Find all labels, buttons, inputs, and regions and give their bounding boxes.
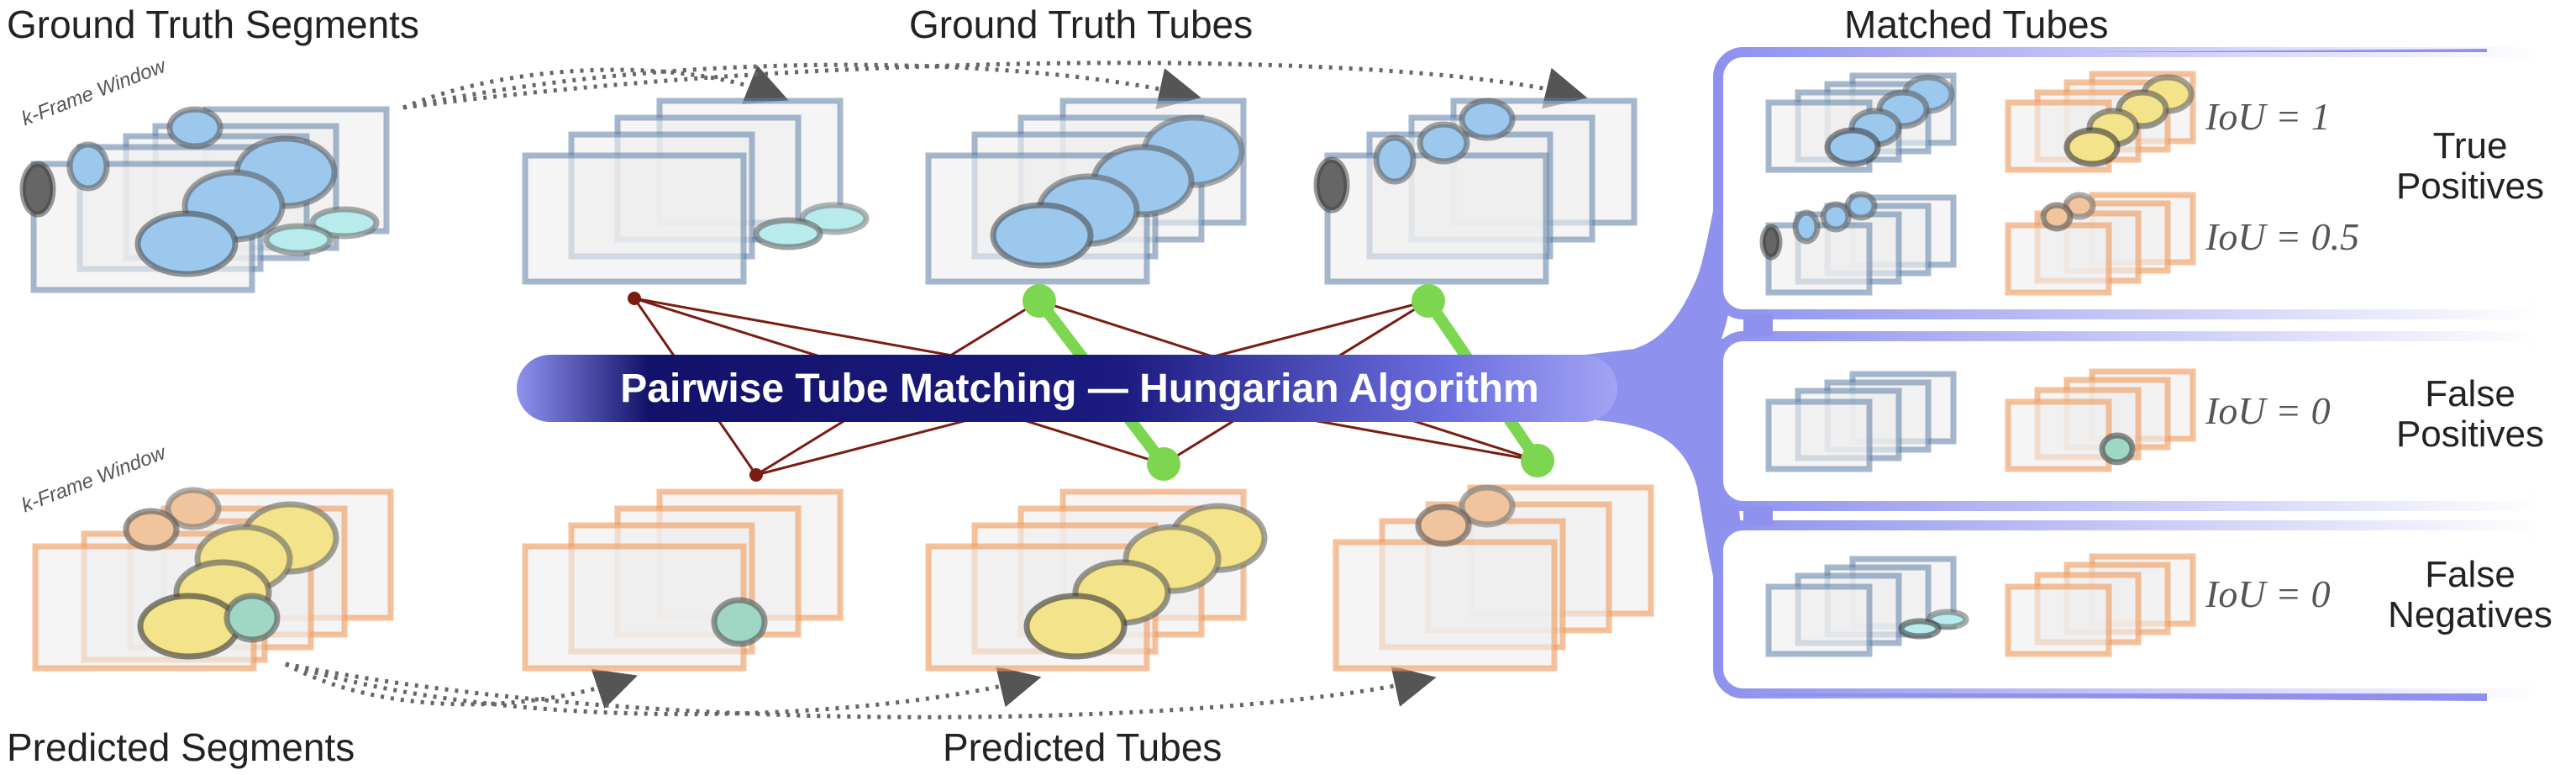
true-positives-label: True Positives: [2395, 125, 2545, 208]
pred-tubes-title: Predicted Tubes: [943, 725, 1222, 769]
gt-dotted-arrows: [402, 61, 1588, 110]
gt-tube-3: [1313, 98, 1638, 285]
gt-tube-2: [925, 98, 1247, 285]
selected-match-nodes: [1023, 284, 1554, 481]
pred-tube-3: [1333, 484, 1654, 672]
tp-iou-2: IoU = 0.5: [2205, 215, 2360, 258]
gt-tubes-title: Ground Truth Tubes: [909, 3, 1254, 46]
tp1-pred: [2005, 71, 2196, 173]
fp-pred: [2005, 368, 2196, 472]
hungarian-banner-text: Pairwise Tube Matching — Hungarian Algor…: [620, 366, 1539, 411]
false-negatives-label: False Negatives: [2388, 554, 2552, 636]
fp-gt: [1765, 371, 1957, 472]
pred-tube-2: [925, 488, 1268, 672]
tp1-gt: [1765, 72, 1957, 173]
gt-tube-1: [522, 98, 870, 285]
tp-iou-1: IoU = 1: [2205, 95, 2331, 138]
fn-pred: [2005, 553, 2196, 657]
gt-segments-title: Ground Truth Segments: [7, 3, 419, 46]
matched-tubes-title: Matched Tubes: [1844, 3, 2109, 46]
pred-dotted-arrows: [284, 662, 1437, 720]
fn-gt: [1765, 556, 1969, 657]
tp2-gt: [1759, 191, 1957, 296]
fn-iou: IoU = 0: [2205, 572, 2331, 615]
false-positives-label: False Positives: [2395, 373, 2545, 456]
candidate-nodes: [628, 292, 763, 482]
pred-tube-1: [522, 488, 844, 672]
pred-segments-stack: [32, 487, 394, 672]
pred-segments-title: Predicted Segments: [7, 725, 355, 769]
fp-iou: IoU = 0: [2205, 389, 2331, 432]
tp2-pred: [2005, 192, 2196, 296]
gt-segments-stack: [19, 106, 390, 293]
